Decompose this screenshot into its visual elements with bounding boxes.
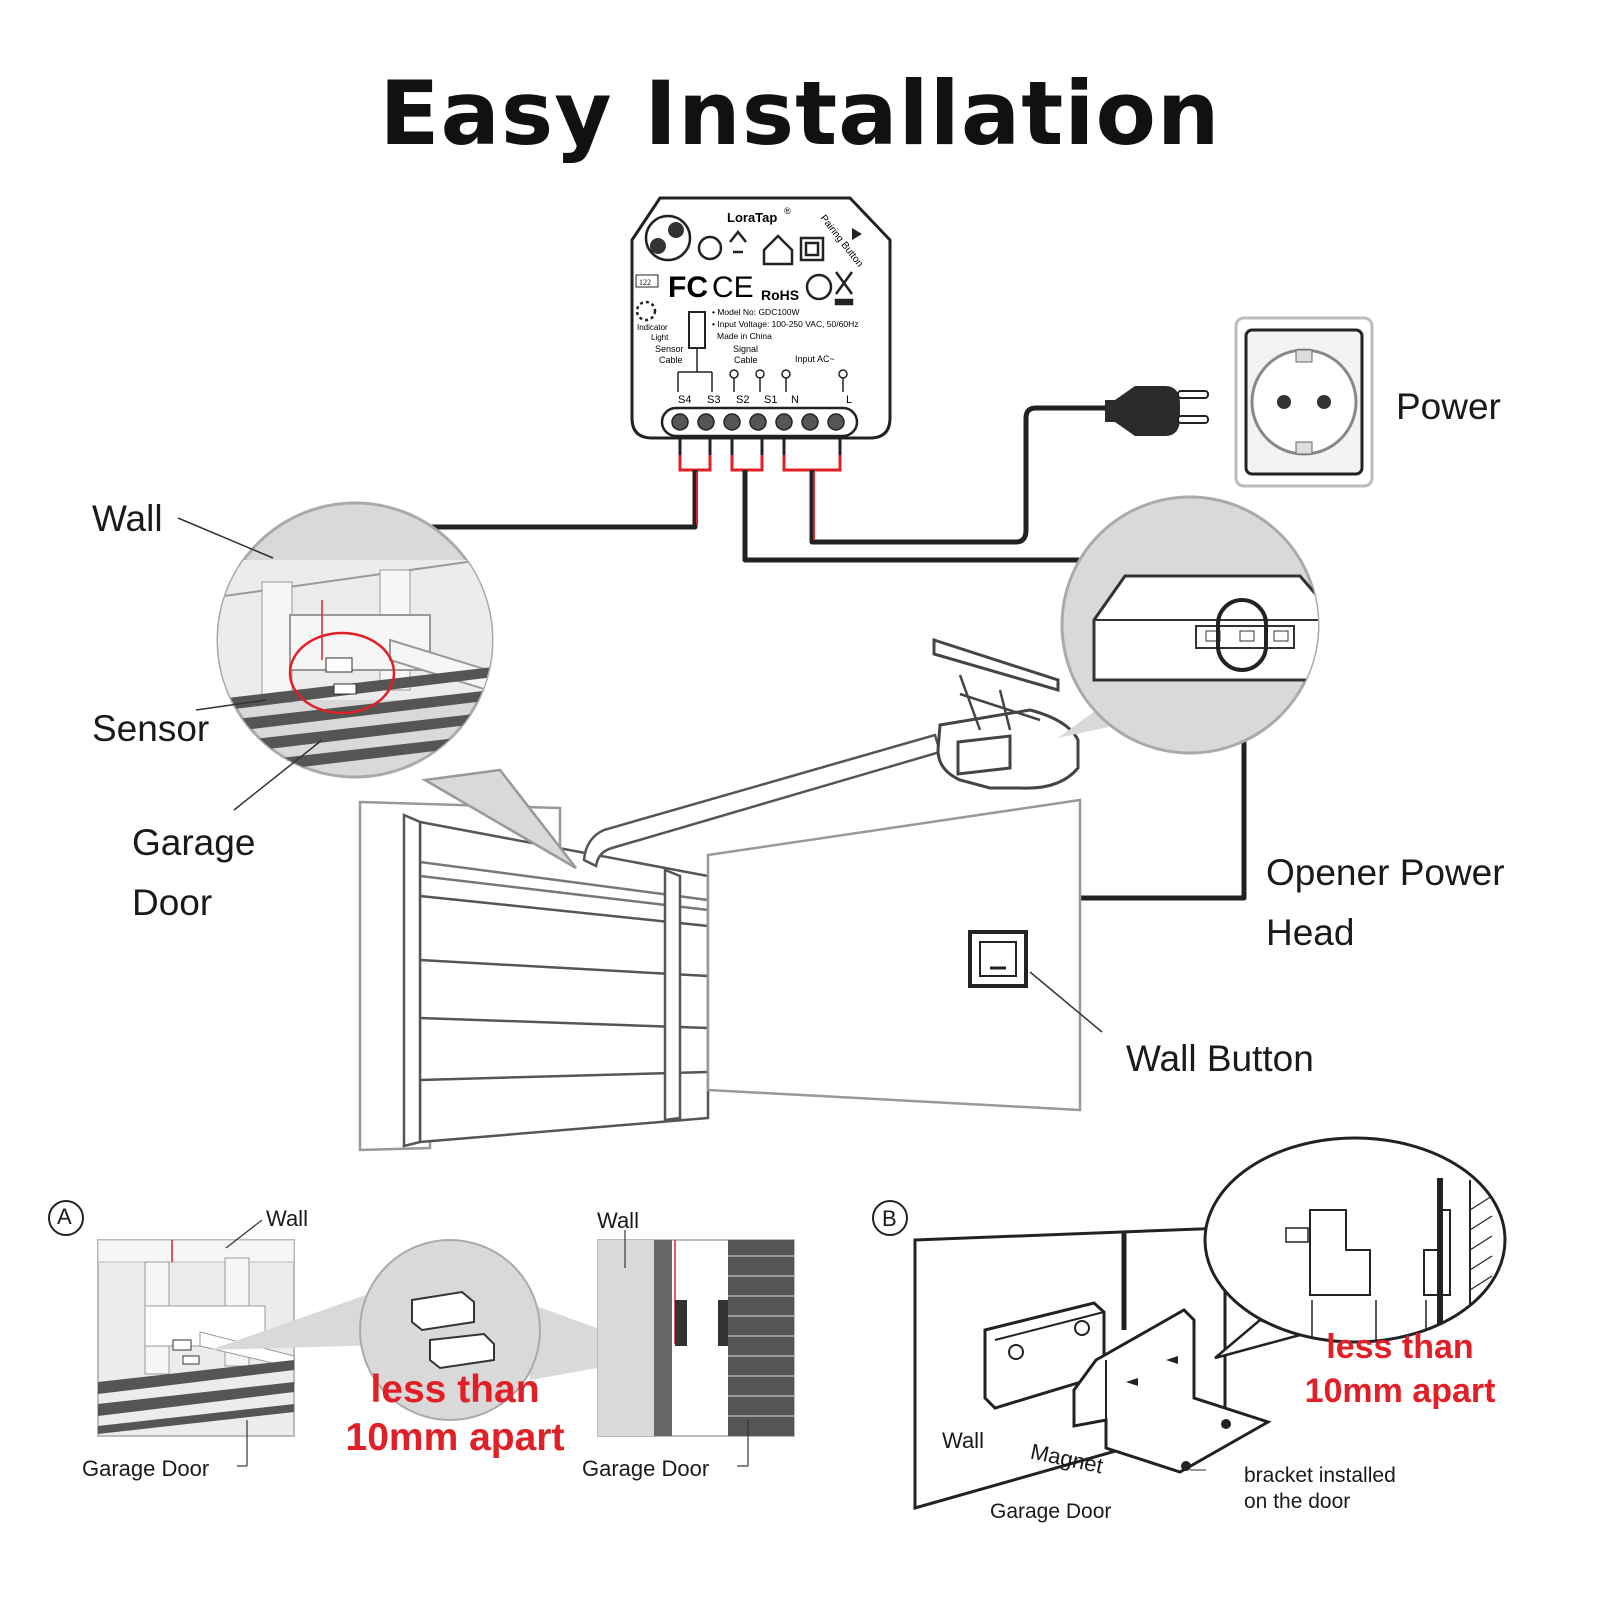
ce-mark: CE: [712, 271, 754, 304]
wall-socket: [1234, 316, 1374, 488]
sensor-label: Sensor: [92, 708, 210, 749]
no-child-icon: [697, 235, 723, 261]
indicator-label-1: Indicator: [637, 323, 668, 332]
garage-door-label-1: Garage: [132, 822, 256, 863]
terminal-label: S1: [764, 394, 777, 406]
garage-door-label-2: Door: [132, 882, 213, 923]
sensor-zoom-callout: [216, 501, 494, 779]
garage-scene: [358, 637, 1140, 1152]
leader-lines: [177, 517, 1103, 1033]
home-icon: [762, 234, 794, 266]
opener-power-head-label-2: Head: [1266, 912, 1355, 953]
section-b-garage-door: Garage Door: [990, 1500, 1112, 1523]
device-brand-mark: ®: [784, 206, 791, 216]
terminal-label: N: [791, 394, 799, 406]
pairing-arrow-icon: [852, 228, 862, 240]
section-b-bracket-2: on the door: [1244, 1490, 1351, 1513]
terminal-label: L: [846, 394, 852, 406]
section-a-distance-1: less than: [370, 1368, 540, 1411]
opener-power-head-label-1: Opener Power: [1266, 852, 1505, 893]
section-a-distance-2: 10mm apart: [345, 1416, 565, 1459]
power-label: Power: [1396, 386, 1501, 427]
device-model: • Model No: GDC100W: [712, 307, 800, 317]
sensor-cable-label-1: Sensor: [655, 344, 684, 354]
opener-head-zoom-callout: [1060, 495, 1320, 755]
green-dot-icon: [805, 273, 833, 301]
page-title: Easy Installation: [379, 62, 1221, 165]
fc-mark: FC: [668, 271, 708, 304]
section-b: [872, 1136, 1507, 1510]
rohs-mark: RoHS: [761, 287, 799, 303]
section-a-wall-right: Wall: [597, 1208, 639, 1233]
wall-label: Wall: [92, 498, 163, 539]
certification-icons: [635, 229, 854, 322]
terminal-label: S2: [736, 394, 749, 406]
section-a-garage-door-right: Garage Door: [582, 1456, 710, 1481]
indicator-light-icon: [635, 300, 657, 322]
device-brand: LoraTap: [727, 210, 777, 225]
section-b-wall: Wall: [942, 1428, 984, 1453]
signal-cable-label-2: Cable: [734, 355, 758, 365]
sensor-switch-icon: [688, 311, 706, 349]
section-b-bracket-1: bracket installed: [1244, 1464, 1396, 1487]
smart-controller-device: LoraTap ® Pairing Button 122 FC CE RoHS …: [630, 196, 892, 472]
marker-a-label: A: [57, 1204, 72, 1229]
signal-cable-label-1: Signal: [733, 344, 758, 354]
indicator-label-2: Light: [651, 333, 669, 342]
section-b-distance-1: less than: [1326, 1328, 1474, 1366]
recycle-icon: [729, 229, 747, 254]
power-plug: [1105, 386, 1209, 436]
screw-icon: [644, 214, 692, 262]
marker-a-icon: [48, 1200, 84, 1236]
power-wire: [809, 405, 1105, 545]
wall-button-label: Wall Button: [1126, 1038, 1314, 1079]
terminal-label: S4: [678, 394, 691, 406]
section-a: [48, 1200, 795, 1467]
section-a-wall-left: Wall: [266, 1206, 308, 1231]
sensor-cable-label-2: Cable: [659, 355, 683, 365]
marker-b-label: B: [882, 1206, 897, 1231]
input-ac-label: Input AC~: [795, 354, 835, 364]
weee-bin-icon: [834, 271, 854, 295]
terminal-label: S3: [707, 394, 720, 406]
device-voltage: • Input Voltage: 100-250 VAC, 50/60Hz: [712, 319, 858, 329]
double-insulation-icon: [799, 236, 825, 262]
wall-button: [968, 930, 1028, 988]
rating-box-text: 122: [639, 278, 651, 287]
marker-b-icon: [872, 1200, 908, 1236]
device-made-in: Made in China: [717, 331, 772, 341]
section-a-garage-door-left: Garage Door: [82, 1456, 210, 1481]
section-b-distance-2: 10mm apart: [1304, 1372, 1496, 1410]
